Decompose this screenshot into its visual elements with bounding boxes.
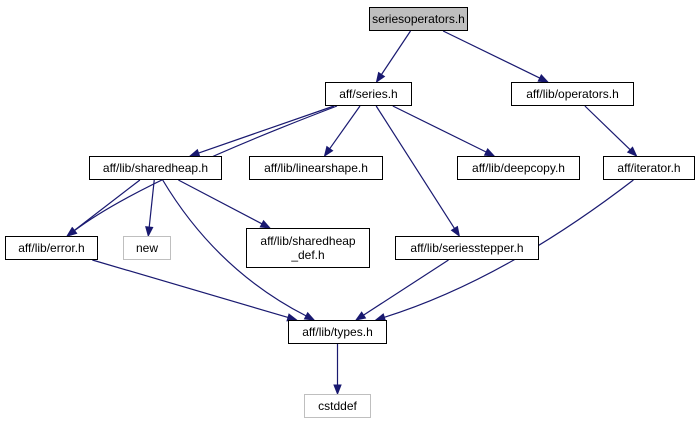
node-aff-iterator-h[interactable]: aff/iterator.h <box>603 156 695 180</box>
arrowhead-sharedheap-to-error <box>66 226 78 237</box>
edge-seriesstepper-to-types <box>363 259 449 316</box>
edge-series-to-sharedheap <box>198 105 335 154</box>
node-aff-lib-sharedheap-h[interactable]: aff/lib/sharedheap.h <box>89 156 222 180</box>
arrowhead-series-to-seriesstepper <box>450 225 461 238</box>
edge-iterator-to-types <box>384 179 634 318</box>
arrowhead-types-to-cstddef <box>333 384 342 396</box>
arrowhead-seriesoperators-to-operators <box>537 74 550 83</box>
edge-sharedheap-to-error <box>73 179 141 231</box>
node-aff-lib-types-h[interactable]: aff/lib/types.h <box>288 320 387 344</box>
edge-series-to-seriesstepper <box>375 105 455 229</box>
edge-seriesoperators-to-operators <box>442 30 541 79</box>
node-aff-series-h[interactable]: aff/series.h <box>325 82 412 106</box>
node-aff-lib-sharedheap-def-h[interactable]: aff/lib/sharedheap _def.h <box>246 228 370 268</box>
arrowhead-operators-to-iterator <box>626 146 638 157</box>
edge-error-to-types <box>92 259 289 319</box>
arrowhead-sharedheap-to-sharedheap_def <box>259 219 272 229</box>
node-cstddef[interactable]: cstddef <box>304 394 371 418</box>
edge-sharedheap-to-new <box>148 179 155 228</box>
arrowhead-series-to-linearshape <box>323 145 334 158</box>
node-aff-lib-deepcopy-h[interactable]: aff/lib/deepcopy.h <box>457 156 580 180</box>
node-aff-lib-linearshape-h[interactable]: aff/lib/linearshape.h <box>249 156 383 180</box>
edge-sharedheap-to-sharedheap_def <box>178 179 263 225</box>
edge-series-to-deepcopy <box>392 105 487 153</box>
arrowhead-seriesoperators-to-series <box>375 71 386 84</box>
edge-sharedheap-to-types <box>162 179 307 317</box>
edge-series-to-linearshape <box>329 105 361 150</box>
node-aff-lib-seriesstepper-h[interactable]: aff/lib/seriesstepper.h <box>395 236 539 260</box>
arrowhead-sharedheap-to-types <box>303 311 316 321</box>
node-aff-lib-operators-h[interactable]: aff/lib/operators.h <box>511 82 634 106</box>
edge-operators-to-iterator <box>584 105 631 151</box>
node-aff-lib-error-h[interactable]: aff/lib/error.h <box>5 236 98 260</box>
node-new[interactable]: new <box>123 236 171 260</box>
node-seriesoperators-h[interactable]: seriesoperators.h <box>369 7 468 31</box>
edge-seriesoperators-to-series <box>380 30 411 75</box>
arrowhead-sharedheap-to-new <box>145 226 154 238</box>
arrowhead-seriesstepper-to-types <box>354 311 367 321</box>
arrowhead-series-to-deepcopy <box>483 148 496 157</box>
